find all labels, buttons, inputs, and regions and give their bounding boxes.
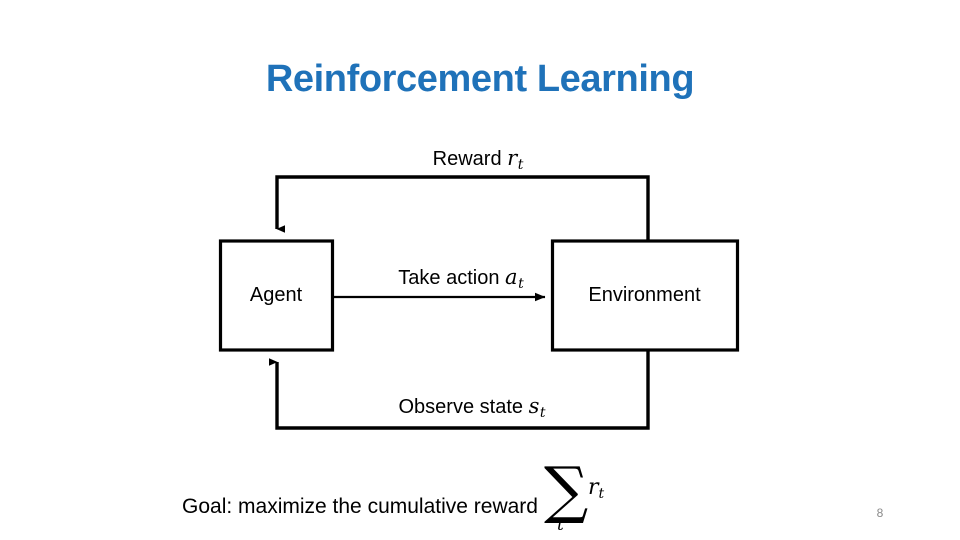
observe-state-loop-line [269, 350, 650, 430]
take-action-label-text: Take action [398, 267, 506, 289]
goal-statement: Goal: maximize the cumulative reward ∑ t… [182, 459, 604, 535]
page-number: 8 [876, 506, 884, 520]
page-title: Reinforcement Learning [265, 58, 695, 100]
action-variable-subscript: t [518, 275, 524, 292]
reward-variable: r [507, 146, 518, 170]
summation-formula: ∑ t rt [544, 459, 604, 535]
observe-state-edge-label: Observe state st [0, 396, 952, 420]
agent-node-label: Agent [249, 284, 303, 306]
reward-loop-line [275, 175, 650, 241]
action-variable: a [505, 265, 518, 289]
take-action-edge-label: Take action at [0, 267, 941, 291]
observe-state-label-text: Observe state [398, 396, 529, 418]
reward-variable-subscript: t [517, 156, 524, 173]
state-variable: s [528, 394, 540, 418]
summation-index: t [556, 515, 564, 535]
environment-node-label: Environment [588, 284, 701, 306]
summation-operand: rt [588, 477, 604, 501]
environment-box [550, 239, 740, 352]
reward-label-text: Reward [432, 148, 508, 170]
goal-text: Goal: maximize the cumulative reward [182, 494, 538, 518]
agent-box [218, 239, 335, 352]
summation-operand-subscript: t [598, 485, 605, 502]
reward-edge-label: Reward rt [0, 148, 960, 172]
sigma-icon: ∑ [543, 453, 589, 526]
summation-operand-variable: r [587, 475, 599, 500]
state-variable-subscript: t [539, 404, 546, 421]
